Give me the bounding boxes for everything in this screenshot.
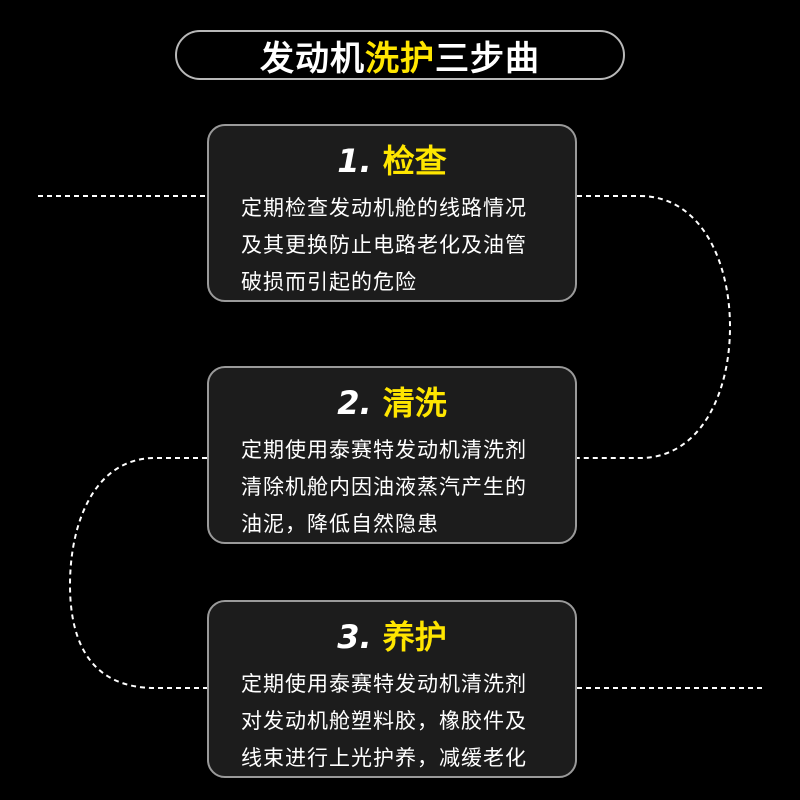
connector-left-loop [68,457,207,689]
step-line: 破损而引起的危险 [241,270,417,294]
step-line: 定期使用泰赛特发动机清洗剂 [241,438,527,462]
step-description: 定期使用泰赛特发动机清洗剂 清除机舱内因油液蒸汽产生的 油泥，降低自然隐患 [241,432,557,543]
step-line: 定期检查发动机舱的线路情况 [241,196,527,220]
step-line: 及其更换防止电路老化及油管 [241,233,527,257]
step-line: 对发动机舱塑料胶，橡胶件及 [241,709,527,733]
step-name: 养护 [382,618,447,656]
step-number: 3. [337,618,372,656]
step-card-maintain: 3. 养护 定期使用泰赛特发动机清洗剂 对发动机舱塑料胶，橡胶件及 线束进行上光… [207,600,577,778]
step-description: 定期检查发动机舱的线路情况 及其更换防止电路老化及油管 破损而引起的危险 [241,190,557,301]
step-heading: 2. 清洗 [227,382,557,424]
step-number: 2. [337,384,372,422]
step-line: 定期使用泰赛特发动机清洗剂 [241,672,527,696]
title-suffix: 三步曲 [435,38,540,79]
step-name: 检查 [382,142,447,180]
connector-right-loop [577,195,732,459]
page-title: 发动机洗护三步曲 [175,30,625,80]
title-prefix: 发动机 [260,38,365,79]
step-line: 油泥，降低自然隐患 [241,512,439,536]
step-name: 清洗 [382,384,447,422]
step-description: 定期使用泰赛特发动机清洗剂 对发动机舱塑料胶，橡胶件及 线束进行上光护养，减缓老… [241,666,557,777]
step-number: 1. [337,142,372,180]
step-heading: 1. 检查 [227,140,557,182]
title-highlight: 洗护 [365,38,435,79]
step-card-check: 1. 检查 定期检查发动机舱的线路情况 及其更换防止电路老化及油管 破损而引起的… [207,124,577,302]
step-heading: 3. 养护 [227,616,557,658]
step-line: 线束进行上光护养，减缓老化 [241,746,527,770]
step-card-clean: 2. 清洗 定期使用泰赛特发动机清洗剂 清除机舱内因油液蒸汽产生的 油泥，降低自… [207,366,577,544]
step-line: 清除机舱内因油液蒸汽产生的 [241,475,527,499]
